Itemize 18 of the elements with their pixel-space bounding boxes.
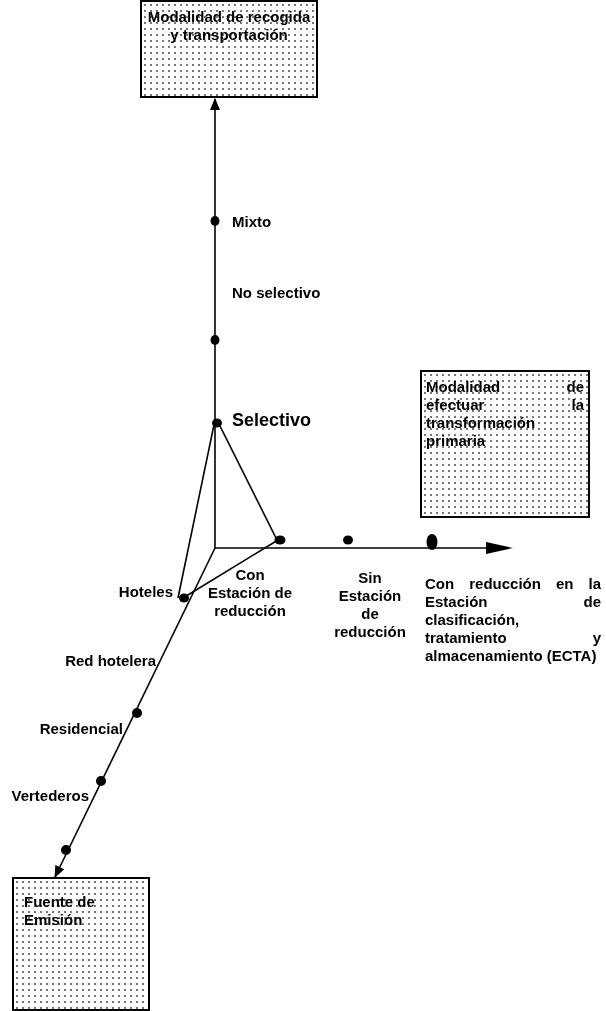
axis-value-label: Sin Estación de reducción: [333, 569, 407, 641]
axis-arrow: [54, 547, 216, 878]
axis-value-label: Residencial: [38, 720, 123, 738]
axis-arrow: [210, 98, 220, 549]
axis-value-label: Hoteles: [117, 583, 173, 601]
axis-value-label: Vertederos: [10, 787, 89, 805]
axis-value-label: Red hotelera: [64, 652, 156, 670]
axis-value-label: Con reducción en la Estación de clasificación, tratamiento y almacenamiento (ECTA): [425, 575, 601, 665]
axis-value-label: No selectivo: [232, 284, 322, 302]
box-title: Fuente de Emisión: [24, 893, 96, 929]
axis-value-label: Mixto: [232, 213, 273, 231]
box-title: Modalidad de efectuar la transformación primaria: [426, 378, 584, 450]
axis-value-label: Con Estación de reducción: [206, 566, 294, 620]
dotted-box: [420, 370, 590, 518]
dotted-box: [140, 0, 318, 98]
dotted-box: [12, 877, 150, 1011]
box-title: Modalidad de recogida y transportación: [146, 8, 312, 44]
axis-value-label: Selectivo: [232, 410, 313, 431]
